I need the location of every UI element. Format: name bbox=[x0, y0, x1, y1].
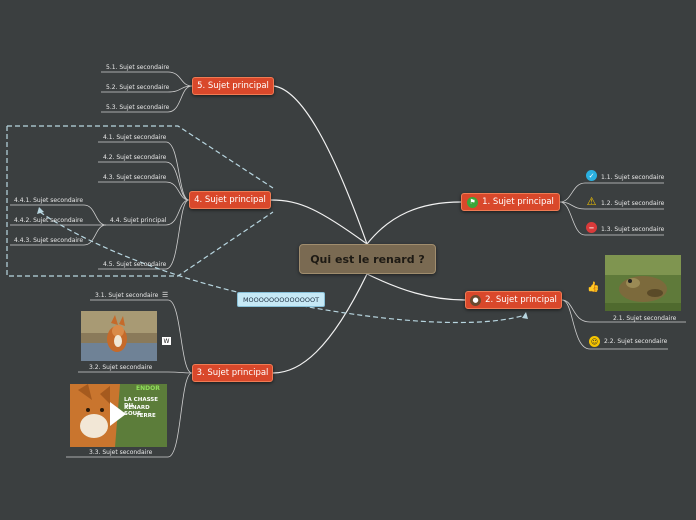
subtopic-3-1[interactable]: 3.1. Sujet secondaire bbox=[95, 292, 159, 299]
main-topic-1[interactable]: ⚑ 1. Sujet principal bbox=[461, 193, 560, 211]
main-topic-5-label: 5. Sujet principal bbox=[197, 81, 269, 91]
main-topic-4-label: 4. Sujet principal bbox=[194, 195, 266, 205]
laughing-face-icon: ☺ bbox=[589, 336, 600, 347]
video-title-line-2: RENARD SOUS bbox=[124, 405, 150, 417]
video-brand: ENDOR bbox=[136, 385, 160, 392]
main-topic-2-label: 2. Sujet principal bbox=[485, 295, 557, 305]
subtopic-4-5[interactable]: 4.5. Sujet secondaire bbox=[103, 261, 167, 268]
video-thumbnail[interactable]: ENDOR LA CHASSE DU RENARD SOUS TERRE bbox=[70, 384, 167, 447]
central-topic[interactable]: Qui est le renard ? bbox=[299, 244, 436, 274]
relationship-note-label: MOOOOOOOOOOOOOT bbox=[242, 295, 320, 304]
subtopic-4-4[interactable]: 4.4. Sujet principal bbox=[110, 217, 167, 224]
warning-icon: ⚠ bbox=[586, 195, 597, 208]
subtopic-4-4-1[interactable]: 4.4.1. Sujet secondaire bbox=[14, 197, 84, 204]
main-topic-3[interactable]: 3. Sujet principal bbox=[192, 364, 273, 382]
subtopic-1-1[interactable]: 1.1. Sujet secondaire bbox=[601, 174, 665, 181]
subtopic-5-1[interactable]: 5.1. Sujet secondaire bbox=[106, 64, 170, 71]
subtopic-3-3[interactable]: 3.3. Sujet secondaire bbox=[89, 449, 153, 456]
main-topic-1-label: 1. Sujet principal bbox=[482, 197, 554, 207]
main-topic-3-label: 3. Sujet principal bbox=[196, 368, 269, 378]
list-icon: ☰ bbox=[162, 291, 169, 299]
relationship-note[interactable]: MOOOOOOOOOOOOOT bbox=[237, 292, 325, 307]
flag-icon: ⚑ bbox=[467, 196, 479, 208]
main-topic-4[interactable]: 4. Sujet principal bbox=[189, 191, 271, 209]
subtopic-5-2[interactable]: 5.2. Sujet secondaire bbox=[106, 84, 170, 91]
checkmark-icon: ✓ bbox=[586, 170, 597, 181]
toad-image bbox=[605, 255, 681, 311]
subtopic-1-2[interactable]: 1.2. Sujet secondaire bbox=[601, 200, 665, 207]
stop-icon: − bbox=[586, 222, 597, 233]
subtopic-4-4-3[interactable]: 4.4.3. Sujet secondaire bbox=[14, 237, 84, 244]
subtopic-2-1[interactable]: 2.1. Sujet secondaire bbox=[613, 315, 677, 322]
subtopic-2-2[interactable]: 2.2. Sujet secondaire bbox=[604, 338, 668, 345]
subtopic-4-4-2[interactable]: 4.4.2. Sujet secondaire bbox=[14, 217, 84, 224]
subtopic-5-3[interactable]: 5.3. Sujet secondaire bbox=[106, 104, 170, 111]
subtopic-1-3[interactable]: 1.3. Sujet secondaire bbox=[601, 226, 665, 233]
central-topic-label: Qui est le renard ? bbox=[310, 252, 425, 266]
thumbs-up-icon: 👍 bbox=[587, 282, 600, 293]
video-title-line-3: TERRE bbox=[136, 413, 156, 419]
fox-image bbox=[81, 311, 157, 361]
main-topic-2[interactable]: ● 2. Sujet principal bbox=[465, 291, 562, 309]
subtopic-4-1[interactable]: 4.1. Sujet secondaire bbox=[103, 134, 167, 141]
video-title-line-1: LA CHASSE DU bbox=[124, 397, 159, 409]
subtopic-4-3[interactable]: 4.3. Sujet secondaire bbox=[103, 174, 167, 181]
mole-icon: ● bbox=[470, 294, 482, 306]
subtopic-3-2[interactable]: 3.2. Sujet secondaire bbox=[89, 364, 153, 371]
subtopic-4-2[interactable]: 4.2. Sujet secondaire bbox=[103, 154, 167, 161]
main-topic-5[interactable]: 5. Sujet principal bbox=[192, 77, 274, 95]
wikipedia-icon[interactable]: W bbox=[162, 337, 171, 345]
